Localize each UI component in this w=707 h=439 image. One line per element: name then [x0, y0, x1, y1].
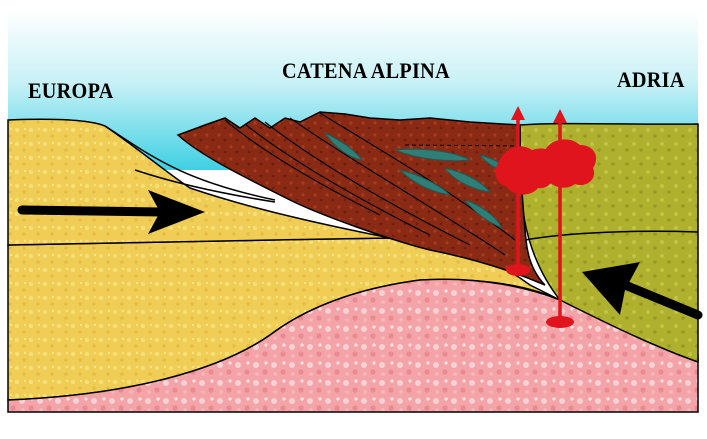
label-europa: EUROPA	[28, 80, 114, 102]
label-catena-alpina: CATENA ALPINA	[282, 60, 450, 82]
label-adria: ADRIA	[617, 69, 685, 91]
